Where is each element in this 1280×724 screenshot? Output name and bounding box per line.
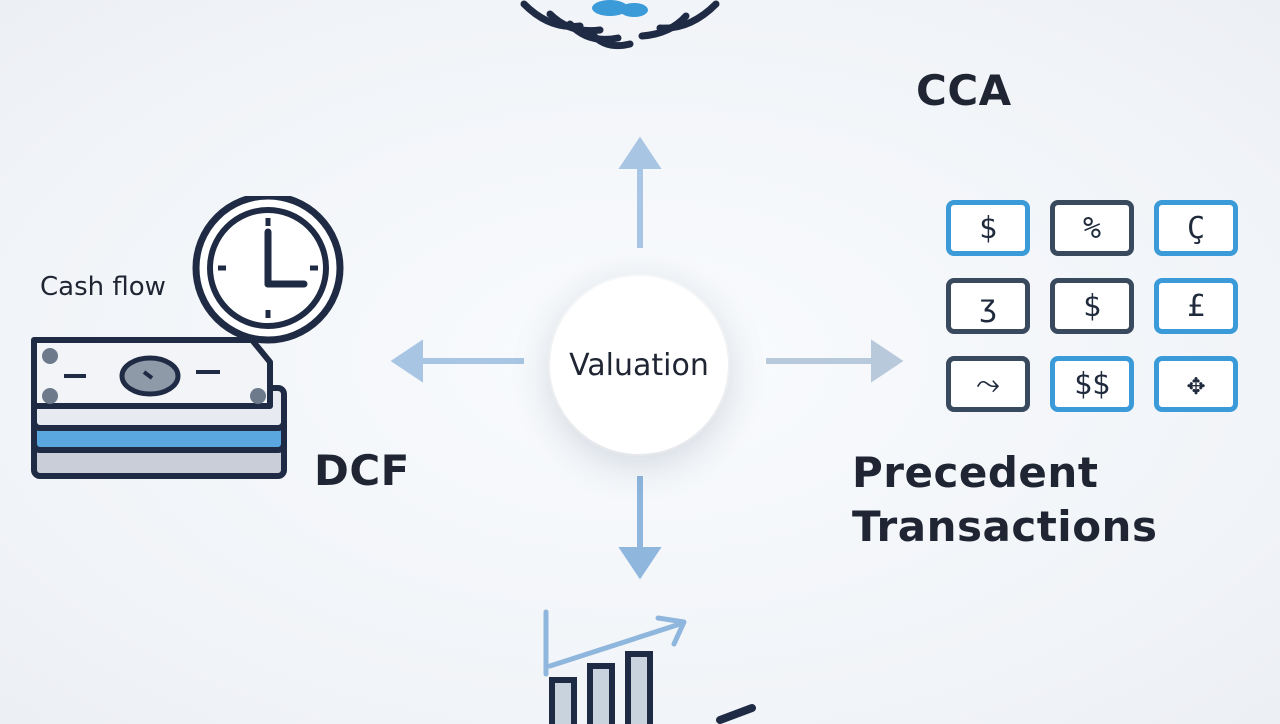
currency-tile: $	[1050, 278, 1134, 334]
bar-chart-growth-icon	[543, 609, 756, 724]
currency-tile: ✥	[1154, 356, 1238, 412]
currency-tile: $$	[1050, 356, 1134, 412]
arrow-left	[390, 339, 524, 383]
currency-tile: ⤳	[946, 356, 1030, 412]
arrow-right	[766, 339, 904, 383]
arrow-down	[618, 476, 662, 580]
precedent-label-line1: Precedent	[852, 448, 1099, 497]
precedent-label-line2: Transactions	[852, 502, 1158, 551]
money-stack-clock-icon	[31, 196, 344, 479]
currency-tile: £	[1154, 278, 1238, 334]
currency-tile: %	[1050, 200, 1134, 256]
arrow-up	[618, 136, 662, 248]
dcf-label: DCF	[314, 446, 410, 495]
valuation-label: Valuation	[569, 347, 709, 383]
handshake-icon	[520, 0, 720, 50]
currency-tile: Ç	[1154, 200, 1238, 256]
cca-label: CCA	[916, 66, 1012, 115]
precedent-transactions-label: Precedent Transactions	[852, 446, 1157, 554]
currency-tile: ʒ	[946, 278, 1030, 334]
valuation-node: Valuation	[550, 276, 728, 454]
cash-flow-label: Cash flow	[40, 272, 166, 302]
currency-tile: $	[946, 200, 1030, 256]
